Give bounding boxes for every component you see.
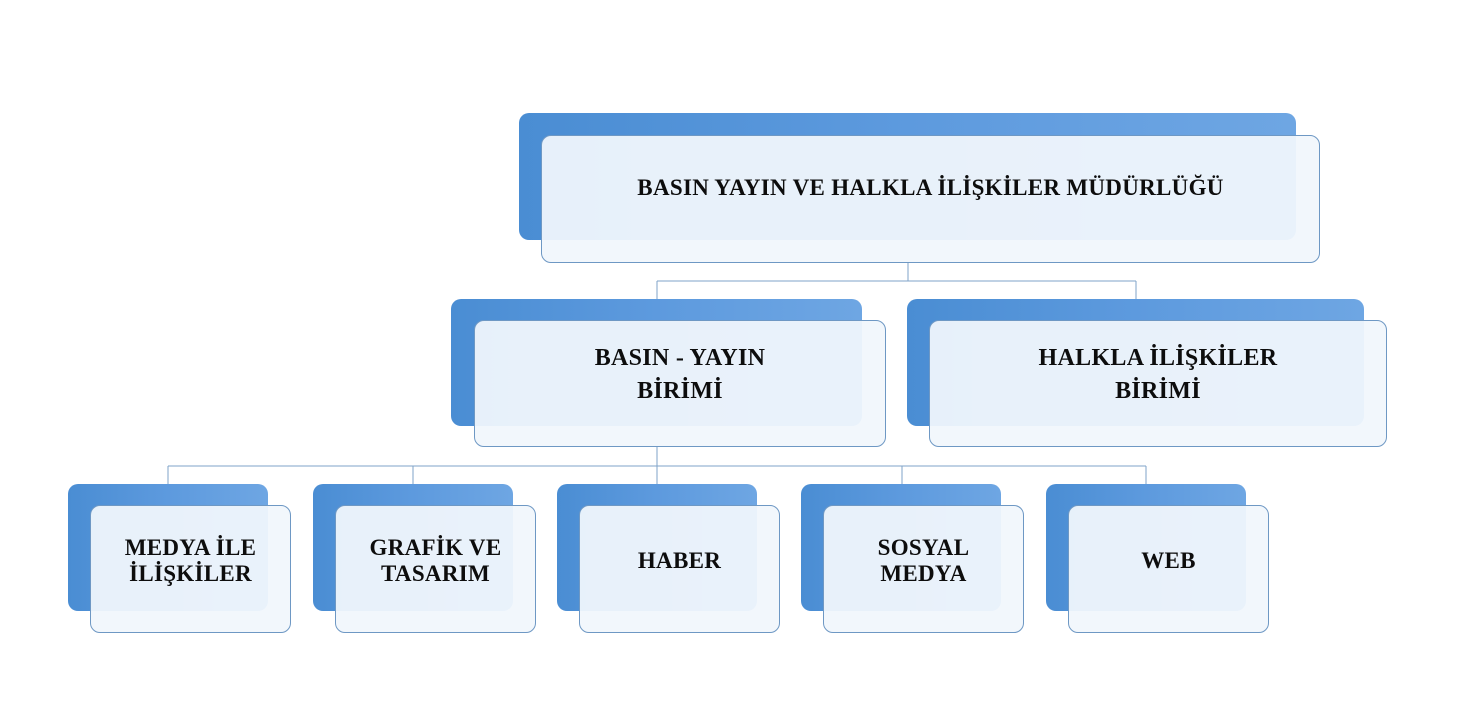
node-halkla-iliskiler-birimi: HALKLA İLİŞKİLER BİRİMİ (907, 299, 1387, 447)
node-haber: HABER (557, 484, 780, 633)
node-halkla-iliskiler-birimi-label: HALKLA İLİŞKİLER BİRİMİ (1038, 344, 1278, 404)
node-medya-ile-iliskiler: MEDYA İLE İLİŞKİLER (68, 484, 291, 633)
node-basin-yayin-birimi: BASIN - YAYIN BİRİMİ (451, 299, 886, 447)
node-medya-ile-iliskiler-label: MEDYA İLE İLİŞKİLER (124, 535, 257, 586)
node-grafik-ve-tasarim-box: GRAFİK VE TASARIM (335, 505, 536, 633)
node-haber-label: HABER (637, 548, 722, 573)
node-sosyal-medya-label: SOSYAL MEDYA (877, 535, 970, 586)
node-halkla-iliskiler-birimi-box: HALKLA İLİŞKİLER BİRİMİ (929, 320, 1387, 447)
node-grafik-ve-tasarim-label: GRAFİK VE TASARIM (369, 535, 502, 586)
node-web-label: WEB (1141, 548, 1196, 573)
node-haber-box: HABER (579, 505, 780, 633)
node-root: BASIN YAYIN VE HALKLA İLİŞKİLER MÜDÜRLÜĞ… (519, 113, 1320, 263)
node-root-box: BASIN YAYIN VE HALKLA İLİŞKİLER MÜDÜRLÜĞ… (541, 135, 1320, 263)
node-basin-yayin-birimi-label: BASIN - YAYIN BİRİMİ (594, 344, 766, 404)
node-web: WEB (1046, 484, 1269, 633)
node-root-label: BASIN YAYIN VE HALKLA İLİŞKİLER MÜDÜRLÜĞ… (637, 174, 1224, 200)
node-medya-ile-iliskiler-box: MEDYA İLE İLİŞKİLER (90, 505, 291, 633)
node-sosyal-medya-box: SOSYAL MEDYA (823, 505, 1024, 633)
node-sosyal-medya: SOSYAL MEDYA (801, 484, 1024, 633)
node-web-box: WEB (1068, 505, 1269, 633)
node-grafik-ve-tasarim: GRAFİK VE TASARIM (313, 484, 536, 633)
node-basin-yayin-birimi-box: BASIN - YAYIN BİRİMİ (474, 320, 886, 447)
